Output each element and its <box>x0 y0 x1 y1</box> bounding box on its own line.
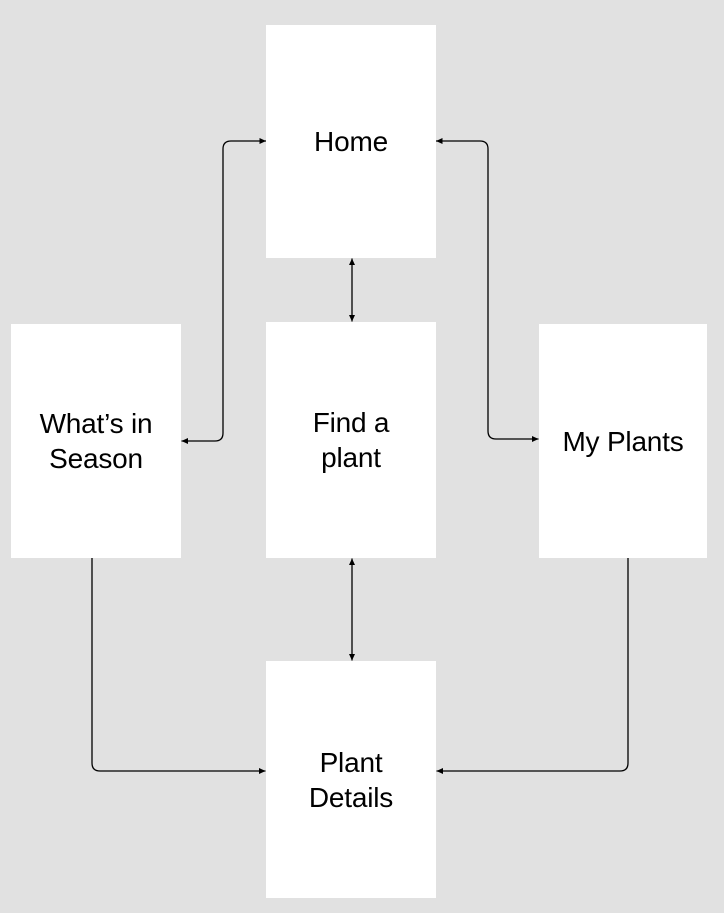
node-whats-in-season: What’s in Season <box>11 324 181 558</box>
node-label: Plant Details <box>309 745 393 815</box>
node-label: Find a plant <box>313 405 390 475</box>
node-label-line: What’s in <box>39 408 153 439</box>
node-label-line: Season <box>49 443 143 474</box>
node-label: My Plants <box>562 424 683 459</box>
node-label: Home <box>314 124 388 159</box>
edge-home-my-plants <box>436 138 539 442</box>
node-label-line: plant <box>321 442 381 473</box>
node-label-line: Details <box>308 781 394 813</box>
edge-whats-in-season-plant-details <box>91 558 266 774</box>
node-plant-details: Plant Details <box>266 661 436 898</box>
node-my-plants: My Plants <box>539 324 707 558</box>
edge-my-plants-plant-details <box>436 558 629 774</box>
node-label-line: Plant <box>319 746 383 778</box>
node-find-a-plant: Find a plant <box>266 322 436 558</box>
node-label: What’s in Season <box>40 406 153 476</box>
node-label-line: Home <box>314 126 388 157</box>
node-label-line: My Plants <box>562 425 684 457</box>
node-label-line: Find a <box>312 407 390 438</box>
node-home: Home <box>266 25 436 258</box>
edge-home-whats-in-season <box>181 138 266 444</box>
